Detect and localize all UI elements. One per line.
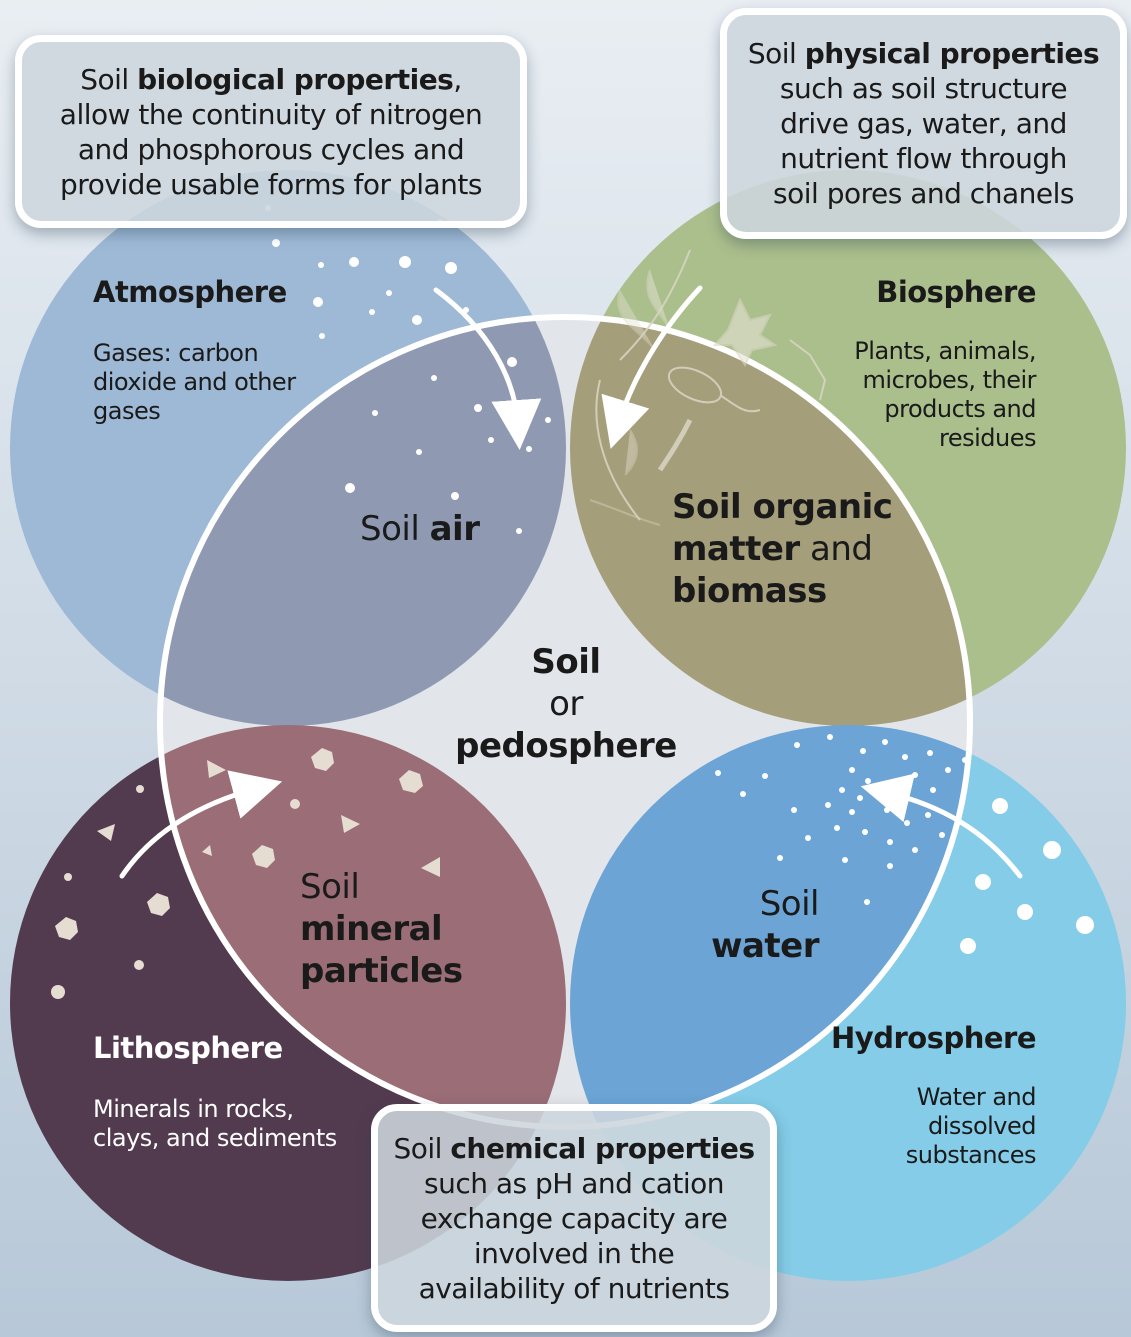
gas-dots (265, 205, 551, 534)
hydrosphere-title: Hydrosphere (831, 1021, 1036, 1055)
chemical-properties-callout: Soil chemical properties such as pH and … (371, 1104, 777, 1332)
soil-water-region (570, 725, 970, 1127)
soil-mineral-region (160, 725, 566, 1127)
lithosphere-arrow (119, 770, 283, 879)
biosphere-arrow (601, 285, 703, 449)
pedosphere-label: Soil or pedosphere (455, 642, 677, 766)
atmosphere-description: Gases: carbon dioxide and other gases (93, 339, 296, 425)
hydrosphere-arrow (860, 773, 1023, 879)
soil-air-region (160, 317, 566, 726)
soil-organic-region (570, 317, 970, 726)
flow-arrows (119, 285, 1023, 879)
soil-mineral-label: Soil mineral particles (300, 867, 463, 991)
soil-organic-label: Soil organic matter and biomass (672, 487, 893, 611)
atmosphere-arrow (433, 287, 542, 450)
lithosphere-description: Minerals in rocks, clays, and sediments (93, 1095, 337, 1152)
biosphere-title: Biosphere (876, 275, 1036, 309)
biosphere-description: Plants, animals, microbes, their product… (854, 337, 1036, 452)
mineral-particles (51, 748, 440, 999)
soil-water-label: Soil water (711, 884, 819, 966)
soil-air-label: Soil air (360, 509, 480, 549)
hydrosphere-description: Water and dissolved substances (905, 1083, 1037, 1169)
physical-properties-callout: Soil physical properties such as soil st… (720, 8, 1127, 239)
atmosphere-title: Atmosphere (93, 275, 287, 309)
lithosphere-title: Lithosphere (93, 1031, 283, 1065)
biological-properties-callout: Soil biological properties, allow the co… (15, 35, 527, 228)
